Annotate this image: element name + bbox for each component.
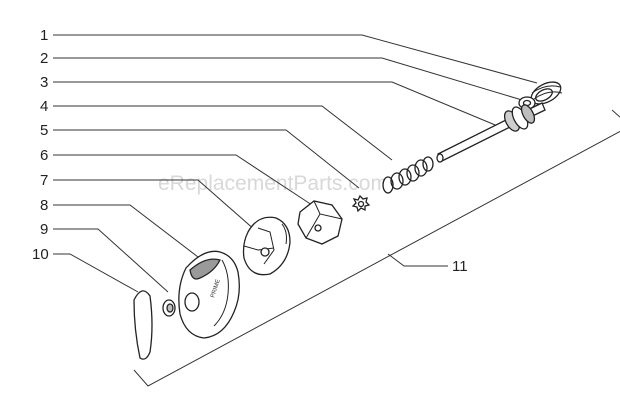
- callout-10: 10: [32, 246, 49, 263]
- part-6-hex-cam: [297, 200, 343, 245]
- callout-9: 9: [40, 221, 48, 238]
- callout-1: 1: [40, 27, 48, 44]
- assembly-bracket: [133, 109, 620, 387]
- callout-6: 6: [40, 147, 48, 164]
- part-8-prime-knob: PRIME: [178, 250, 240, 339]
- leader-line-9: [53, 228, 169, 293]
- leader-line-2: [53, 57, 523, 101]
- part-4-coil-spring: [382, 156, 434, 194]
- leader-line-3: [53, 81, 501, 128]
- leader-line-4: [53, 105, 393, 161]
- callout-3: 3: [40, 74, 48, 91]
- leader-line-6: [53, 154, 313, 206]
- part-1-spring-ring: [530, 81, 563, 105]
- leader-line-8: [53, 204, 199, 258]
- callout-11: 11: [452, 258, 468, 275]
- part-10-label-plate: [133, 290, 153, 360]
- leader-line-5: [53, 129, 360, 189]
- leader-line-7: [53, 179, 265, 239]
- leader-line-11: [387, 253, 448, 267]
- knob-label: PRIME: [210, 279, 222, 299]
- callout-7: 7: [40, 172, 48, 189]
- part-3-valve-stem: [436, 102, 546, 163]
- callout-2: 2: [40, 50, 48, 67]
- leader-line-1: [53, 34, 538, 84]
- callout-5: 5: [40, 122, 48, 139]
- part-7-cam-body: [242, 216, 291, 276]
- watermark: eReplacementParts.com: [158, 172, 388, 195]
- leader-line-10: [53, 253, 139, 293]
- part-5-star-washer: [351, 194, 371, 213]
- part-9-small-nut: [162, 299, 176, 317]
- callout-4: 4: [40, 98, 48, 115]
- callout-8: 8: [40, 197, 48, 214]
